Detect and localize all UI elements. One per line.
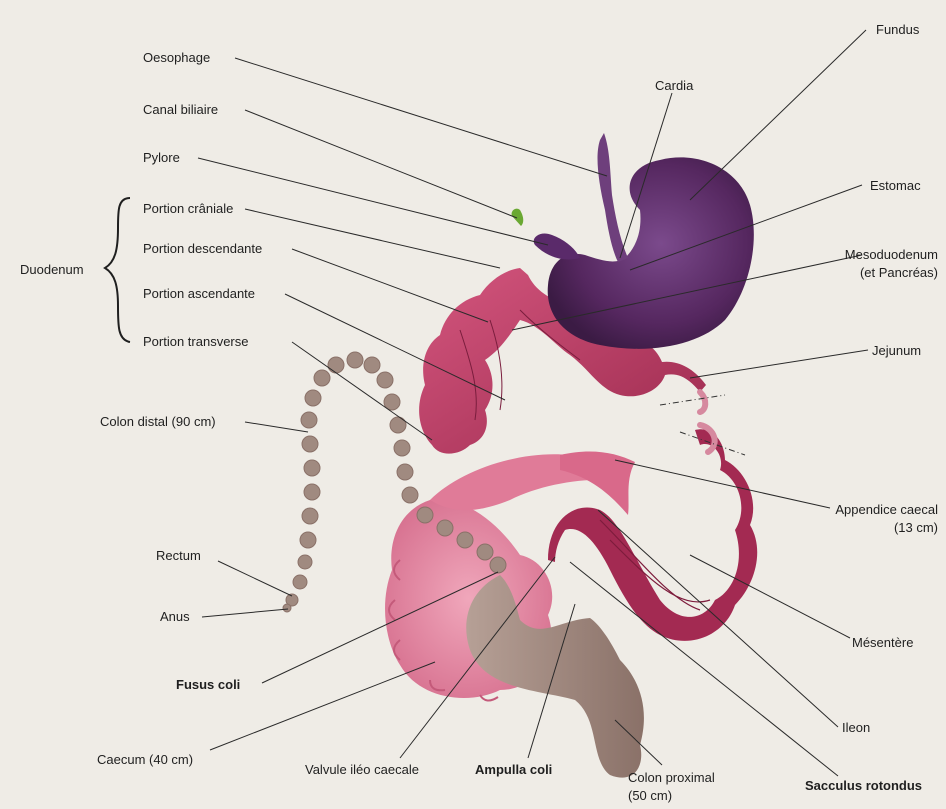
appendix-shape [560,451,635,515]
label-ileon: Ileon [842,720,870,736]
duodenum-brace [105,198,130,342]
label-colon-proximal-2: (50 cm) [628,788,672,804]
label-pylore: Pylore [143,150,180,166]
label-portion-transverse: Portion transverse [143,334,249,350]
label-valvule-ileo-caecale: Valvule iléo caecale [305,762,419,778]
label-colon-proximal-1: Colon proximal [628,770,715,786]
label-duodenum: Duodenum [20,262,84,278]
label-portion-descendante: Portion descendante [143,241,262,257]
label-mesoduodenum-1: Mesoduodenum [800,247,938,263]
label-portion-craniale: Portion crâniale [143,201,233,217]
label-colon-distal: Colon distal (90 cm) [100,414,216,430]
label-fundus: Fundus [876,22,919,38]
label-appendice-2: (13 cm) [812,520,938,536]
label-jejunum: Jejunum [872,343,921,359]
label-canal-biliaire: Canal biliaire [143,102,218,118]
label-anus: Anus [160,609,190,625]
label-mesentere: Mésentère [852,635,913,651]
jejunum-cut-line-1 [660,395,725,405]
label-fusus-coli: Fusus coli [176,677,240,693]
label-oesophage: Oesophage [143,50,210,66]
label-caecum: Caecum (40 cm) [97,752,193,768]
label-portion-ascendante: Portion ascendante [143,286,255,302]
label-mesoduodenum-2: (et Pancréas) [800,265,938,281]
label-sacculus-rotondus: Sacculus rotondus [805,778,922,794]
label-rectum: Rectum [156,548,201,564]
label-ampulla-coli: Ampulla coli [475,762,552,778]
label-estomac: Estomac [870,178,921,194]
label-cardia: Cardia [655,78,693,94]
label-appendice-1: Appendice caecal [812,502,938,518]
